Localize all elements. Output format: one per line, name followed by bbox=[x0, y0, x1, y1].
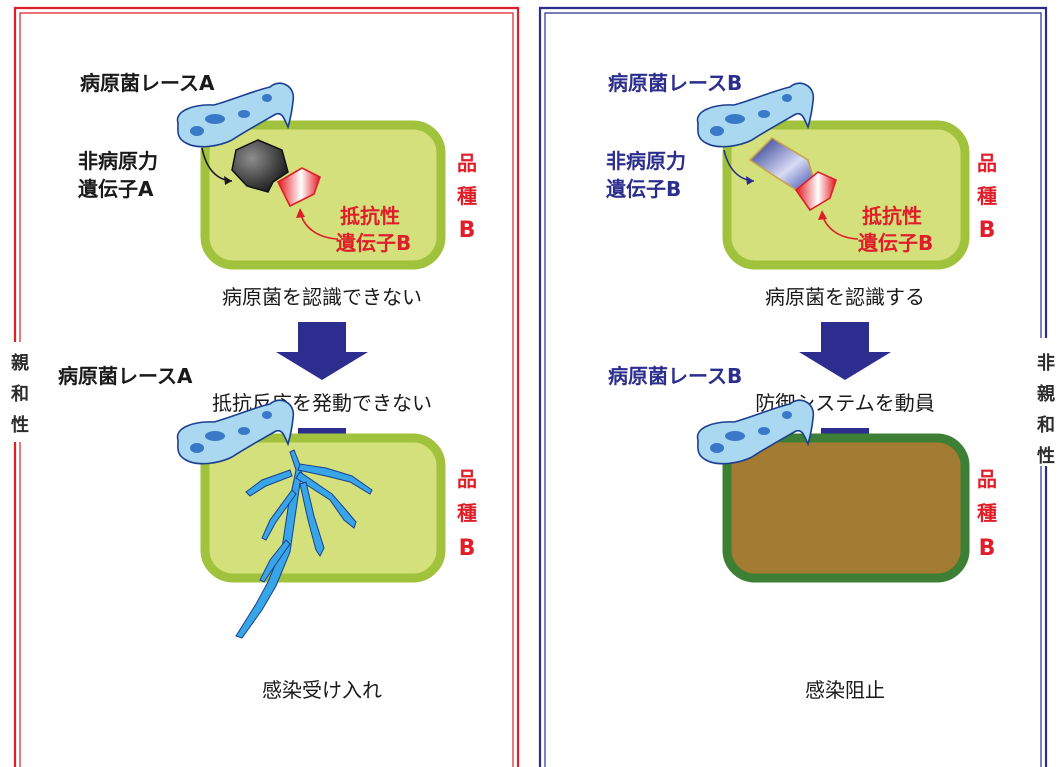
right-side-label-bg bbox=[1028, 338, 1060, 466]
left-pathogen-top bbox=[176, 82, 295, 148]
left-variety-top-2: 種 bbox=[457, 184, 477, 208]
right-plant-cell-bottom bbox=[722, 433, 970, 583]
left-variety-bottom-1: 品 bbox=[457, 467, 477, 491]
right-side-label-1: 非 bbox=[1037, 352, 1055, 374]
right-resistance-gene-line1: 抵抗性 bbox=[862, 204, 922, 228]
left-resistance-gene-line1: 抵抗性 bbox=[340, 204, 400, 228]
right-side-label-2: 親 bbox=[1037, 383, 1055, 405]
left-variety-bottom-3: B bbox=[459, 536, 476, 561]
right-variety-top-1: 品 bbox=[977, 151, 997, 175]
right-resistance-receptor bbox=[794, 171, 837, 212]
left-race-label-bottom: 病原菌レースA bbox=[58, 364, 193, 388]
left-avirulence-gene-line2: 遺伝子A bbox=[78, 177, 154, 201]
left-avirulence-gene-line1: 非病原力 bbox=[78, 149, 158, 173]
left-side-label-2: 和 bbox=[11, 384, 29, 405]
left-pathogen-bottom bbox=[176, 399, 295, 465]
left-down-arrow-1 bbox=[276, 322, 368, 380]
right-resistance-gene-line2: 遺伝子B bbox=[858, 231, 933, 255]
left-side-label-1: 親 bbox=[11, 352, 29, 374]
right-step1: 病原菌を認識する bbox=[765, 285, 925, 309]
left-side-label-bg bbox=[0, 342, 40, 442]
right-side-label-4: 性 bbox=[1037, 445, 1055, 467]
right-variety-bottom-1: 品 bbox=[977, 467, 997, 491]
left-variety-top-1: 品 bbox=[457, 151, 477, 175]
right-variety-bottom-3: B bbox=[979, 536, 996, 561]
left-race-label-top: 病原菌レースA bbox=[80, 71, 215, 95]
right-variety-top-2: 種 bbox=[977, 184, 997, 208]
right-variety-top-3: B bbox=[979, 218, 996, 243]
right-pathogen-top bbox=[696, 82, 815, 148]
right-avirulence-gene-line1: 非病原力 bbox=[606, 149, 686, 173]
right-race-label-top: 病原菌レースB bbox=[608, 71, 742, 95]
right-side-label-3: 和 bbox=[1037, 415, 1055, 436]
left-avirulence-protein bbox=[231, 139, 289, 193]
right-avirulence-protein bbox=[748, 136, 815, 191]
right-avirulence-gene-line2: 遺伝子B bbox=[606, 177, 681, 201]
right-pathogen-bottom bbox=[696, 399, 815, 465]
right-variety-bottom-2: 種 bbox=[977, 501, 997, 525]
right-down-arrow-1 bbox=[799, 322, 891, 380]
left-hyphae bbox=[235, 449, 373, 639]
right-race-label-bottom: 病原菌レースB bbox=[608, 364, 742, 388]
left-side-label-3: 性 bbox=[11, 414, 29, 436]
left-resistance-gene-line2: 遺伝子B bbox=[336, 231, 411, 255]
right-panel: 非 親 和 性 病原菌レースB 非病原力 遺伝子B 抵抗性 遺伝子B 品 種 B… bbox=[538, 6, 1060, 767]
left-plant-cell-bottom bbox=[200, 433, 446, 583]
left-variety-bottom-2: 種 bbox=[457, 501, 477, 525]
right-result: 感染阻止 bbox=[805, 678, 885, 702]
left-step1: 病原菌を認識できない bbox=[222, 285, 422, 309]
left-panel: 親 和 性 病原菌レースA 非病原力 遺伝子A 抵抗性 遺伝子B 品 種 B 病… bbox=[0, 6, 520, 767]
left-result: 感染受け入れ bbox=[262, 678, 382, 702]
left-variety-top-3: B bbox=[459, 218, 476, 243]
left-resistance-receptor bbox=[276, 167, 321, 208]
